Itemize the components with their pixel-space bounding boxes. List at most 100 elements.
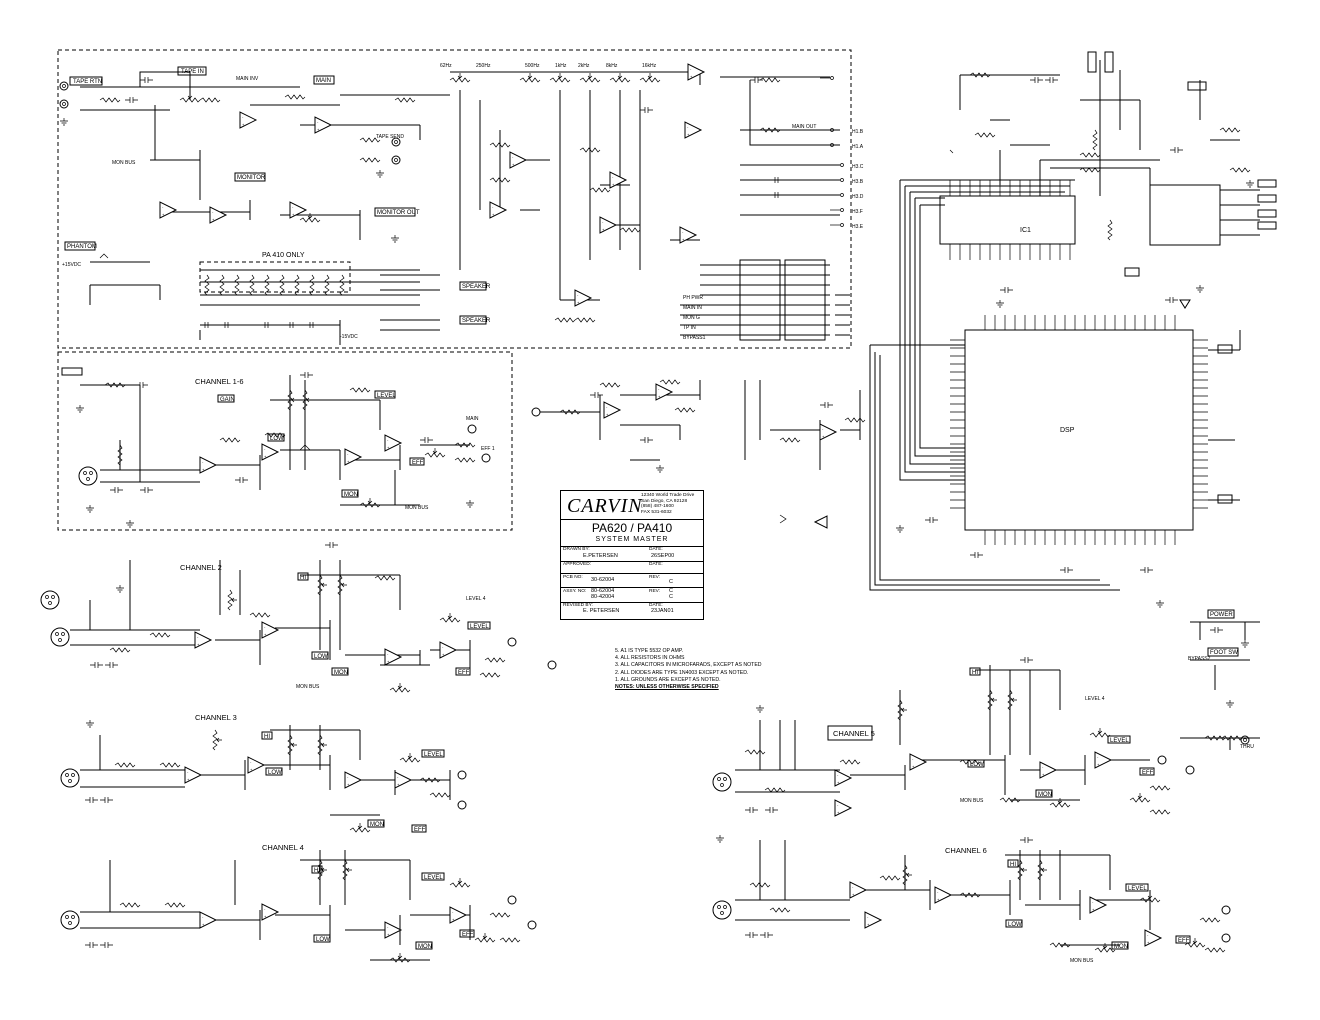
- pin-h1a: H1.A: [852, 144, 864, 150]
- channel-4-section: CHANNEL 4 HI LOW LEVEL MON EFF: [60, 843, 537, 963]
- ch4-hi-label: HI: [314, 868, 320, 874]
- approved-label: APPROVED:: [563, 562, 591, 567]
- ch5-eff-label: EFF: [1142, 770, 1154, 776]
- tp-in-label: TP IN: [683, 325, 696, 331]
- mid-section: [531, 379, 866, 529]
- company-address: 12340 World Trade Drive San Diego, CA 92…: [641, 493, 694, 515]
- eq-freq-62: 62Hz: [440, 63, 452, 69]
- ch6-mon-bus: MON BUS: [1070, 958, 1094, 964]
- dsp-chip-body: [964, 329, 1194, 531]
- ch6-low-label: LOW: [1008, 922, 1022, 928]
- pa410-only-label: PA 410 ONLY: [262, 252, 305, 259]
- ch4-eff-label: EFF: [462, 932, 474, 938]
- ch2-eff-label: EFF: [458, 670, 470, 676]
- ch3-hi-label: HI: [264, 734, 270, 740]
- thru-label: THRU: [1240, 744, 1254, 750]
- ch1-gain-label: GAIN: [220, 397, 235, 403]
- ch5-mon-bus: MON BUS: [960, 798, 984, 804]
- pcb-number: 30-62004: [591, 577, 615, 583]
- address-line-2: San Diego, CA 92128: [641, 498, 688, 504]
- ch4-level-label: LEVEL: [424, 875, 443, 881]
- pin-h3c: H3.C: [852, 164, 864, 170]
- address-line-4: FAX 531-6032: [641, 509, 672, 515]
- drawing-subtitle: SYSTEM MASTER: [595, 536, 669, 543]
- channel-1-section: GAIN LEVEL LOW MON EFF CHANNEL 1-6 MAIN …: [61, 367, 495, 513]
- ch4-mon-label: MON: [418, 944, 432, 950]
- revised-by-value: E. PETERSEN: [583, 608, 620, 614]
- power-section: POWER FOOT SW BYPASS2 THRU: [1180, 609, 1260, 750]
- ch3-level-label: LEVEL: [424, 752, 443, 758]
- main-in-label: MAIN IN: [683, 305, 702, 311]
- channel-1-6-title: CHANNEL 1-6: [195, 377, 244, 386]
- note-1: 1. ALL GROUNDS ARE EXCEPT AS NOTED.: [615, 676, 721, 683]
- channel-4-title: CHANNEL 4: [262, 843, 304, 852]
- tape-in-label: TAPE IN: [181, 69, 204, 75]
- ic-main-body: [939, 195, 1076, 245]
- channel-1-section-boundary: [57, 351, 513, 531]
- assy-rev-label: REV:: [649, 589, 661, 594]
- tape-send-label: TAPE SEND: [376, 134, 404, 140]
- assy-rev-1: C: [669, 588, 673, 594]
- ch6-hi-label: HI: [1010, 862, 1016, 868]
- master-text: TAPE RTN TAPE IN MAIN MONITOR MONITOR OU…: [62, 63, 864, 341]
- plus15-label: +15VDC: [62, 262, 81, 268]
- speaker-2-label: SPEAKER: [462, 318, 491, 324]
- note-4: 4. ALL RESISTORS IN OHMS: [615, 655, 685, 662]
- ch3-eff-label: EFF: [414, 827, 426, 833]
- foot-sw-label: FOOT SW: [1210, 650, 1238, 656]
- ch6-mon-label: MON: [1114, 944, 1128, 950]
- channel-2-title: CHANNEL 2: [180, 563, 222, 572]
- eq-freq-16k: 16kHz: [642, 63, 657, 69]
- channel-6-section: CHANNEL 6 HI LOW LEVEL MON EFF MON BUS: [712, 836, 1231, 964]
- ch6-level-label: LEVEL: [1128, 886, 1147, 892]
- channel-5-section: CHANNEL 5 HI LOW LEVEL MON EFF LEVEL 4 M…: [712, 656, 1195, 817]
- pin-h3d: H3.D: [852, 194, 864, 200]
- channel-3-title: CHANNEL 3: [195, 713, 237, 722]
- eq-freq-1k: 1kHz: [555, 63, 567, 69]
- channel-2-section: CHANNEL 2 HI LOW LEVEL MON EFF LEVEL 4 M…: [40, 541, 557, 693]
- channel-5-title: CHANNEL 5: [833, 729, 875, 738]
- brand-logo: CARVIN: [567, 495, 643, 517]
- mon-bus-label: MON BUS: [112, 160, 136, 166]
- power-label: POWER: [1210, 612, 1233, 618]
- ch2-mon-label: MON: [334, 670, 348, 676]
- address-line-3: (858) 487-1600: [641, 504, 674, 510]
- minus15-label: -15VDC: [340, 334, 358, 340]
- ch3-mon-label: MON: [370, 822, 384, 828]
- ch1-mon-label: MON: [344, 492, 358, 498]
- ch1-eff1-out: EFF 1: [481, 446, 495, 452]
- ch2-level-label: LEVEL: [470, 624, 489, 630]
- ch1-eff-label: EFF: [412, 460, 424, 466]
- model-title: PA620 / PA410: [591, 521, 673, 535]
- pin-h1b: H1.B: [852, 129, 864, 135]
- assy-label: ASSY. NO:: [563, 589, 587, 594]
- pin-h3f: H3.F: [852, 209, 863, 215]
- dsp-chip-label: DSP: [1060, 427, 1075, 434]
- phantom-label: PHANTOM: [67, 244, 97, 250]
- master-section: [59, 63, 850, 345]
- ch2-level4: LEVEL 4: [466, 596, 486, 602]
- note-2: 2. ALL DIODES ARE TYPE 1N4003 EXCEPT AS …: [615, 669, 749, 676]
- ch5-low-label: LOW: [970, 762, 984, 768]
- schematic-notes: 5. A1 IS TYPE 5532 OP AMP. 4. ALL RESIST…: [615, 648, 762, 691]
- revised-date-label: DATE:: [649, 603, 663, 608]
- channel-6-title: CHANNEL 6: [945, 846, 987, 855]
- assy-number-1: 80-62004: [591, 588, 615, 594]
- tape-rtn-label: TAPE RTN: [73, 79, 102, 85]
- ch6-eff-label: EFF: [1178, 938, 1190, 944]
- speaker-1-label: SPEAKER: [462, 284, 491, 290]
- note-5: 5. A1 IS TYPE 5532 OP AMP.: [615, 648, 684, 654]
- ic-main-label: IC1: [1020, 227, 1031, 234]
- pcb-rev: C: [669, 579, 673, 585]
- eq-freq-500: 500Hz: [525, 63, 540, 69]
- ch4-low-label: LOW: [316, 937, 330, 943]
- main-out-label: MAIN OUT: [792, 124, 816, 130]
- ch5-hi-label: HI: [972, 670, 978, 676]
- assy-number-2: 80-42004: [591, 594, 615, 600]
- eq-freq-250: 250Hz: [476, 63, 491, 69]
- date-value: 26SEP00: [651, 553, 675, 559]
- ch5-mon-label: MON: [1038, 792, 1052, 798]
- main-box-label: MAIN: [316, 78, 331, 84]
- mon-g-label: MON G: [683, 315, 700, 321]
